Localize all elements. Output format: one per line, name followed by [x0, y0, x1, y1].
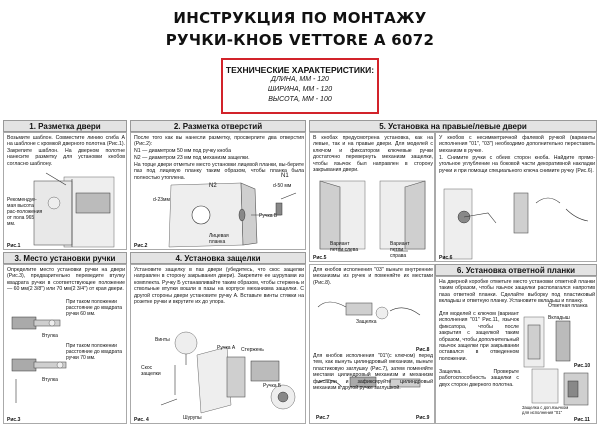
section4-text: Установите защелку в паз двери (убедитес… — [134, 267, 304, 306]
screws-label-2: Шурупы — [183, 415, 202, 421]
spec-height: ВЫСОТА, ММ - 100 — [268, 96, 332, 103]
section2-text2: На торце двери отметьте место установки … — [134, 162, 304, 181]
fig7-label: Рис.7 — [316, 415, 330, 421]
door-template-illustration — [33, 172, 115, 248]
handle-b-label: Ручка Б — [259, 213, 278, 219]
latch-01-label: Защелка с доп.язычком для исполнения "01… — [522, 405, 569, 415]
mechanism-swap-illustration — [317, 301, 421, 388]
bevel-label: Скос защелки — [141, 365, 161, 377]
section5-text-bottom: Для кнобов исполнения "03" выньте внутре… — [313, 267, 433, 286]
section6-text3: Защелка. Проверьте работоспособность защ… — [439, 369, 519, 388]
bushing-illustration — [11, 316, 67, 403]
position-70-label: При таком положении расстояние до квадра… — [66, 343, 123, 361]
section2-n2: N2 — диаметром 23 мм под механизм защелк… — [134, 155, 250, 161]
section4-title: 4. Установка защелки — [130, 252, 306, 264]
specs-box: ТЕХНИЧЕСКИЕ ХАРАКТЕРИСТИКИ: ДЛИНА, ММ - … — [221, 58, 379, 114]
drilling-illustration — [168, 182, 297, 248]
handle-removal-illustration — [443, 188, 589, 260]
section5-text-right: У кнобов с несимметричной фалевой ручкой… — [439, 135, 595, 154]
screws-label: Винты — [155, 337, 170, 343]
strike-plate-illustration — [523, 316, 589, 406]
section3-panel: Определите место установки ручки на двер… — [3, 264, 127, 424]
fig4-label: Рис. 4 — [134, 417, 149, 423]
n1-label: N1 — [281, 173, 289, 179]
section6-text: На дверной коробке отметьте место устано… — [439, 279, 595, 305]
section5-title: 5. Установка на правые/левые двери — [309, 120, 597, 132]
fig9-label: Рис.9 — [416, 415, 430, 421]
fig11-label: Рис.11 — [574, 417, 590, 423]
fig3-label: Рис.3 — [7, 417, 21, 423]
handle-a-label: Ручка А — [217, 345, 236, 351]
hinge-right-label: Вариант петли справа — [390, 241, 410, 259]
bushing-label-2: Втулка — [42, 377, 58, 383]
section5-left-panel: В кнобах предусмотрена установка, как на… — [309, 132, 435, 262]
section2-text: После того как вы нанесли разметку, прос… — [134, 135, 304, 148]
handle-b-label-4: Ручка Б — [263, 383, 282, 389]
section1-note: Рекомендуе-мая высота рас-положения от п… — [7, 197, 43, 227]
section1-text: Возьмите шаблон. Совместите линию сгиба … — [7, 135, 125, 167]
door-hinge-illustration — [319, 180, 426, 252]
section1-title: 1. Разметка двери — [3, 120, 127, 132]
rod-label: Стержень — [241, 347, 264, 353]
n1-diameter: d-50 мм — [273, 183, 292, 189]
section5-bottom-panel: Для кнобов исполнения "03" выньте внутре… — [309, 264, 435, 424]
section6-title: 6. Установка ответной планки — [435, 264, 597, 276]
fig10-label: Рис.10 — [574, 363, 591, 369]
title-line-1: ИНСТРУКЦИЯ ПО МОНТАЖУ — [173, 9, 427, 27]
n2-diameter: d-23мм — [153, 197, 170, 203]
spec-length: ДЛИНА, ММ - 120 — [271, 76, 329, 83]
face-plate-label: Лицевая планка — [209, 233, 229, 245]
section2-n1: N1 — диаметром 50 мм под ручку кноба — [134, 148, 232, 154]
section6-panel: На дверной коробке отметьте место устано… — [435, 276, 597, 424]
fig2-label: Рис.2 — [134, 243, 148, 249]
fig5-label: Рис.5 — [313, 255, 327, 261]
specs-heading: ТЕХНИЧЕСКИЕ ХАРАКТЕРИСТИКИ: — [225, 65, 375, 75]
title-line-2: РУЧКИ-КНОБ VETTORE A 6072 — [165, 31, 435, 49]
section2-title: 2. Разметка отверстий — [130, 120, 306, 132]
n2-label: N2 — [209, 183, 217, 189]
section3-title: 3. Место установки ручки — [3, 252, 127, 264]
section6-text2: Для моделей с ключом (вариант исполнения… — [439, 311, 519, 362]
section2-panel: После того как вы нанесли разметку, прос… — [130, 132, 306, 250]
section4-panel: Установите защелку в паз двери (убедитес… — [130, 264, 306, 424]
section5-text-bottom2: Для кнобов исполнения "01"(с ключом) пер… — [313, 353, 433, 392]
fig1-label: Рис.1 — [7, 243, 21, 249]
spec-width: ШИРИНА, ММ - 120 — [267, 86, 333, 93]
position-60-label: При таком положении расстояние до квадра… — [66, 299, 123, 317]
hinge-left-label: Вариант петли слева — [330, 241, 359, 253]
latch-label: Защелка — [356, 319, 377, 325]
section5-right-panel: У кнобов с несимметричной фалевой ручкой… — [435, 132, 597, 262]
section5-text-left: В кнобах предусмотрена установка, как на… — [313, 135, 433, 174]
insert-label: Вкладыш — [548, 315, 570, 321]
strike-plate-label: Ответная планка — [548, 303, 588, 309]
section5-text-right2: 1. Снимите ручки с обеих сторон кноба. Н… — [439, 155, 595, 174]
section1-panel: Возьмите шаблон. Совместите линию сгиба … — [3, 132, 127, 250]
section3-text: Определите место установки ручки на двер… — [7, 267, 125, 293]
latch-install-illustration — [160, 331, 296, 414]
fig8-label: Рис.8 — [416, 347, 430, 353]
fig6-label: Рис.6 — [439, 255, 453, 261]
bushing-label-1: Втулка — [42, 333, 58, 339]
